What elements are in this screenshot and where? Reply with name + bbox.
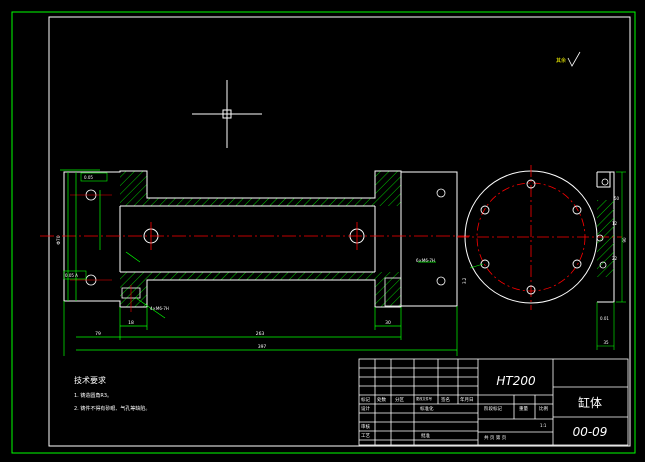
side-dim-1: 50	[614, 196, 620, 201]
roughness-note: 其余	[556, 57, 566, 64]
tb-signature: 签名	[441, 396, 450, 403]
upper-wall-hatch	[147, 198, 375, 206]
tb-sheets: 共 页 第 页	[484, 434, 507, 441]
tb-standardize: 标准化	[420, 405, 434, 412]
crosshair-cursor	[192, 80, 262, 148]
left-flange-top-hatch	[120, 171, 147, 206]
bolt-hole-upper-right	[572, 205, 582, 215]
front-section-view	[40, 170, 470, 312]
tech-req-title: 技术要求	[74, 375, 106, 385]
tb-zone: 分区	[395, 396, 404, 403]
bolt-hole-lower-left	[480, 259, 490, 269]
right-bottom-hole	[436, 276, 446, 286]
right-boss	[384, 277, 402, 307]
material: HT200	[496, 374, 536, 388]
tb-approve: 批准	[421, 432, 430, 439]
tech-req-item-2: 2. 铸件不得有砂眼、气孔等缺陷。	[74, 405, 150, 412]
bolt-note: 6×M6-7H	[416, 258, 435, 263]
tolerance-frame-2	[63, 270, 87, 280]
bolt-hole-bottom	[526, 285, 536, 295]
dim-right-flange: 30	[385, 320, 391, 326]
dim-overall: 397	[258, 344, 267, 350]
left-block-hatch	[64, 178, 120, 301]
tb-process: 工艺	[361, 433, 370, 439]
port-note: 4×M6-7H	[150, 306, 169, 311]
tb-count: 处数	[377, 396, 386, 403]
part-name: 缸体	[578, 395, 602, 410]
side-dim-3: 12	[612, 221, 618, 226]
side-dim-5: 0.01	[600, 316, 609, 321]
side-mount-top-hatch	[597, 200, 614, 237]
side-dim-width: 35	[603, 340, 609, 345]
dim-left-offset: 79	[95, 331, 101, 337]
tolerance-frame-1	[80, 172, 108, 182]
outer-border	[11, 11, 636, 454]
drawing-number: 00-09	[573, 425, 608, 439]
inner-frame	[48, 16, 631, 447]
lower-wall-hatch	[147, 272, 375, 280]
bolt-hole-top	[526, 179, 536, 189]
tb-scale-value: 1:1	[540, 423, 547, 428]
tech-req-item-1: 1. 铸造圆角R3。	[74, 392, 112, 399]
bore-outline	[119, 205, 376, 273]
front-dimensions	[60, 169, 458, 356]
tb-check: 审核	[361, 423, 370, 430]
side-dim-6: 3.2	[462, 277, 467, 284]
tolerance-2: 0.05 A	[65, 273, 78, 278]
side-dimensions	[469, 171, 626, 350]
bolt-hole-lower-right	[572, 259, 582, 269]
tb-design: 设计	[361, 405, 370, 412]
side-mid-hole	[596, 234, 604, 242]
dim-left-flange: 18	[128, 320, 134, 326]
tb-scale: 比例	[539, 405, 548, 412]
right-flange-top-hatch	[375, 171, 401, 206]
tb-mark: 标记	[361, 396, 370, 403]
tb-change-no: 更改文件号	[416, 396, 432, 401]
side-dim-4: 22	[612, 256, 618, 261]
dim-flange-dia: Φ70	[56, 235, 62, 244]
side-bottom-hole	[599, 261, 607, 269]
side-dim-height: 90	[622, 237, 627, 243]
dim-bore: 263	[256, 331, 265, 337]
tb-weight: 重量	[519, 405, 528, 412]
tb-date: 年月日	[460, 396, 474, 403]
side-mount-bottom-hatch	[597, 237, 614, 277]
bolt-hole-upper-left	[480, 205, 490, 215]
left-flange-bottom-hatch	[120, 272, 147, 307]
roughness-symbol: 其余	[556, 51, 581, 67]
tb-stage: 阶段标记	[484, 405, 502, 412]
side-view	[457, 165, 622, 310]
right-flange-bottom-hatch	[375, 272, 401, 307]
side-top-hole	[601, 178, 609, 186]
right-top-hole	[436, 188, 446, 198]
title-block	[358, 358, 629, 446]
tolerance-1: 0.05	[84, 175, 93, 180]
